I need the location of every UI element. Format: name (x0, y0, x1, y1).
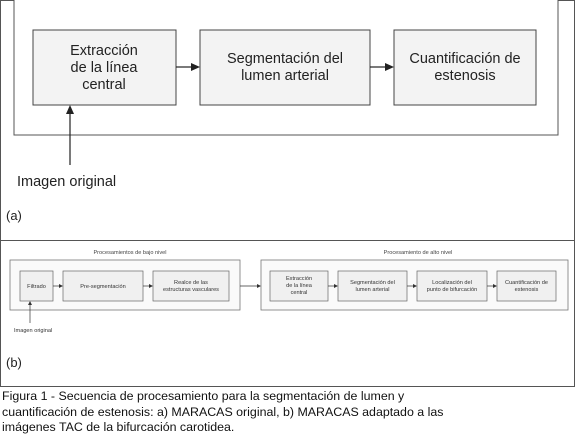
panel-b-step-extraction-line-2: de la línea (286, 283, 313, 289)
panel-a-step-extraction-line-2: de la línea (71, 60, 139, 76)
panel-a-step-segmentation: Segmentación del lumen arterial (199, 29, 371, 106)
panel-b-step-filtering: Filtrado (19, 270, 54, 302)
panel-a-step-segmentation-line-1: Segmentación del (227, 51, 343, 67)
panel-b-input-label: Imagen original (14, 328, 52, 334)
panel-b-arrow-5 (407, 284, 417, 288)
panel-a-arrow-1 (176, 63, 200, 71)
panel-b-input-arrow (28, 301, 32, 323)
panel-b-step-extraction: Extracción de la línea central (269, 270, 329, 302)
panel-b-step-extraction-line-1: Extracción (286, 276, 312, 282)
panel-b-arrow-2 (143, 284, 153, 288)
panel-a-step-segmentation-line-2: lumen arterial (241, 68, 329, 84)
caption-line-2: cuantificación de estenosis: a) MARACAS … (2, 404, 444, 419)
panel-b-step-quantification: Cuantificación de estenosis (496, 270, 557, 302)
panel-b-step-presegmentation: Pre-segmentación (62, 270, 144, 302)
panel-b-arrow-1 (53, 284, 63, 288)
panel-b-step-bifurcation: Localización del punto de bifurcación (416, 270, 488, 302)
panel-b-step-extraction-line-3: central (291, 290, 308, 296)
panel-a-step-quantification-line-1: Cuantificación de (409, 51, 520, 67)
panel-b-step-enhancement-line-1: Realce de las (174, 280, 208, 286)
panel-a-step-extraction-line-1: Extracción (70, 43, 138, 59)
panel-a-step-extraction-line-3: central (82, 77, 126, 93)
panel-a-step-quantification-line-2: estenosis (434, 68, 495, 84)
panel-b-step-quantification-line-1: Cuantificación de (505, 280, 548, 286)
panel-a-label: (a) (6, 208, 22, 223)
figure-caption: Figura 1 - Secuencia de procesamiento pa… (2, 389, 573, 436)
panel-b-arrow-3 (240, 284, 261, 288)
panel-a-input-arrow (66, 105, 74, 165)
panel-a-step-extraction: Extracción de la línea central (32, 29, 177, 106)
panel-b-step-enhancement-line-2: estructuras vasculares (163, 287, 219, 293)
panel-b-arrow-4 (328, 284, 338, 288)
panel-b-step-filtering-line-1: Filtrado (27, 284, 46, 290)
panel-b-step-enhancement: Realce de las estructuras vasculares (152, 270, 230, 302)
panel-b-step-quantification-line-2: estenosis (515, 287, 539, 293)
panel-b-step-segmentation: Segmentación del lumen arterial (337, 270, 408, 302)
panel-a-input-label: Imagen original (17, 174, 116, 190)
panel-b-step-bifurcation-line-2: punto de bifurcación (427, 287, 477, 293)
panel-b-step-bifurcation-line-1: Localización del (432, 280, 472, 286)
caption-line-3: imágenes TAC de la bifurcación carotidea… (2, 420, 235, 434)
panel-b-label: (b) (6, 355, 22, 370)
panel-b-group-high-title: Procesamiento de alto nivel (384, 250, 453, 256)
panel-b-group-low-title: Procesamientos de bajo nivel (93, 250, 166, 256)
panel-b-arrow-6 (487, 284, 497, 288)
panel-a-step-quantification: Cuantificación de estenosis (393, 29, 537, 106)
panel-b-step-segmentation-line-1: Segmentación del (350, 280, 395, 286)
panel-b-step-presegmentation-line-1: Pre-segmentación (80, 284, 125, 290)
panel-a-arrow-2 (370, 63, 394, 71)
panel-b-step-segmentation-line-2: lumen arterial (356, 287, 390, 293)
caption-line-1: Figura 1 - Secuencia de procesamiento pa… (2, 389, 405, 403)
